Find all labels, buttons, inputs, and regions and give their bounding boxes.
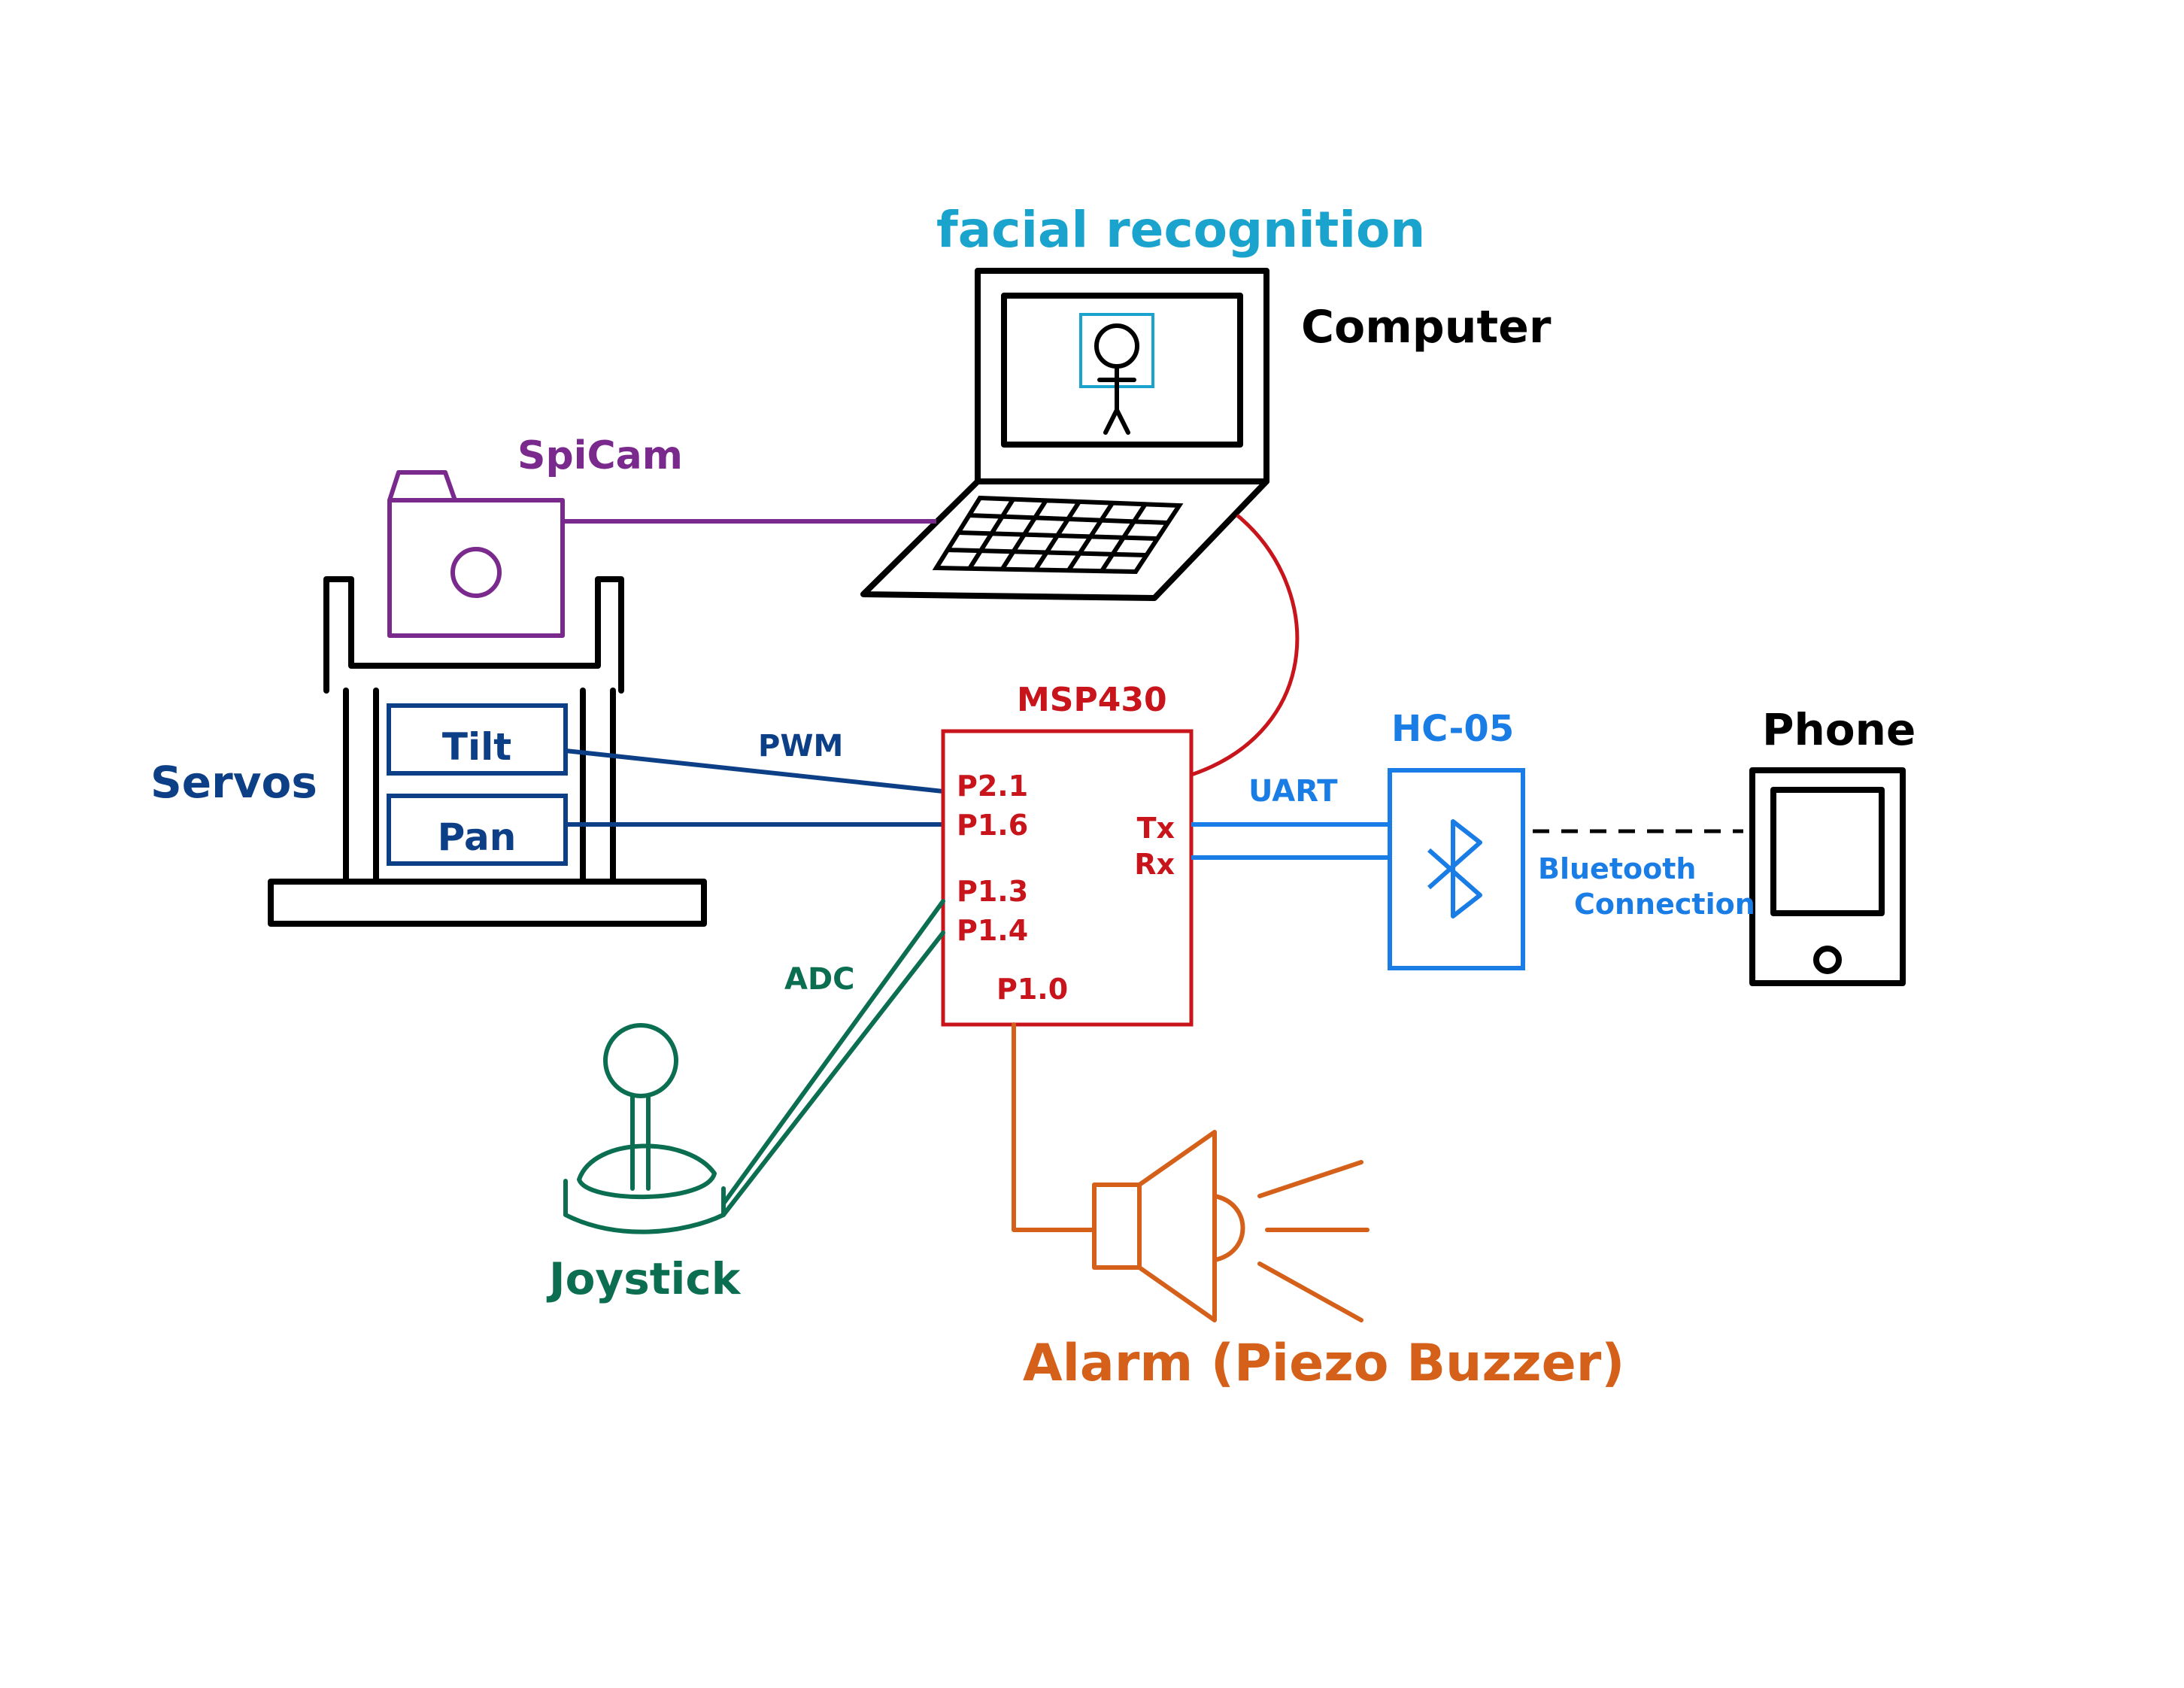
hc05-label: HC-05 bbox=[1391, 708, 1514, 750]
pin-tx: Tx bbox=[1137, 812, 1175, 845]
bluetooth-icon bbox=[1427, 819, 1482, 918]
adc-wire-2 bbox=[721, 931, 945, 1217]
servos-label: Servos bbox=[150, 757, 317, 808]
p10-to-alarm-wire bbox=[1012, 1022, 1097, 1232]
phone-label: Phone bbox=[1762, 704, 1916, 755]
pin-rx: Rx bbox=[1134, 848, 1175, 881]
msp430-box bbox=[941, 729, 1194, 1027]
tilt-label: Tilt bbox=[442, 725, 511, 769]
alarm-label: Alarm (Piezo Buzzer) bbox=[1023, 1334, 1624, 1393]
computer-label: Computer bbox=[1301, 301, 1552, 354]
pin-p10: P1.0 bbox=[996, 973, 1068, 1006]
hc05-box bbox=[1388, 768, 1525, 970]
tilt-servo-box bbox=[387, 703, 568, 776]
speaker-icon bbox=[1092, 1130, 1370, 1322]
laptop-icon bbox=[860, 268, 1269, 601]
computer-to-msp430-wire bbox=[1191, 514, 1300, 777]
adc-label: ADC bbox=[784, 962, 855, 997]
phone-icon bbox=[1749, 767, 1906, 986]
pwm-label: PWM bbox=[758, 729, 843, 764]
tilt-wire bbox=[565, 748, 944, 794]
facial-recognition-label: facial recognition bbox=[936, 201, 1425, 259]
servo-mount-icon bbox=[268, 576, 707, 927]
pan-servo-box bbox=[387, 794, 568, 866]
bluetooth-label: Bluetooth bbox=[1538, 852, 1696, 885]
joystick-icon bbox=[563, 1023, 726, 1234]
joystick-label: Joystick bbox=[546, 1253, 742, 1304]
pin-p13: P1.3 bbox=[957, 875, 1028, 908]
uart-label: UART bbox=[1248, 774, 1338, 809]
camera-icon bbox=[387, 470, 565, 638]
spicam-label: SpiCam bbox=[517, 433, 683, 478]
pin-p14: P1.4 bbox=[957, 914, 1028, 947]
keyboard-grid bbox=[932, 495, 1184, 575]
pin-p21: P2.1 bbox=[957, 770, 1028, 803]
pan-label: Pan bbox=[438, 815, 517, 859]
face-detection-box bbox=[1079, 313, 1154, 435]
connection-label: Connection bbox=[1574, 888, 1755, 921]
msp430-label: MSP430 bbox=[1017, 681, 1167, 719]
adc-wire-1 bbox=[721, 899, 945, 1206]
pin-p16: P1.6 bbox=[957, 809, 1028, 842]
